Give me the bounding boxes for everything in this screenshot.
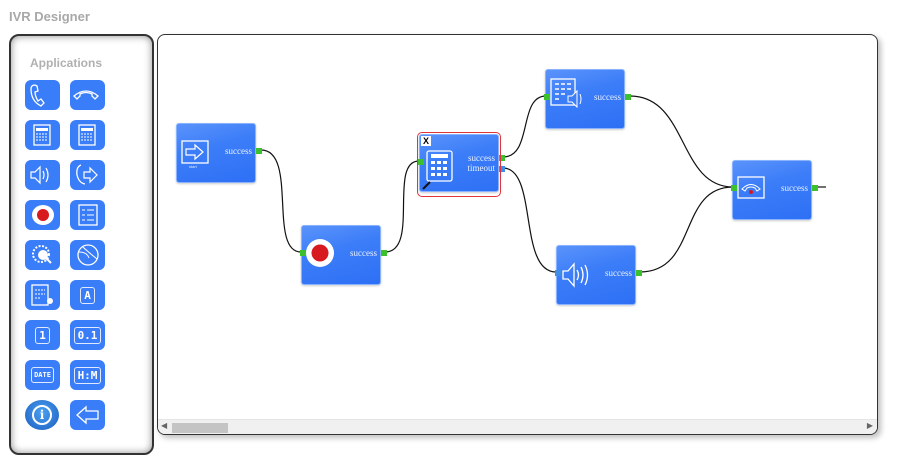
palette-item-search-settings[interactable] — [25, 240, 60, 270]
phone-transfer-icon — [75, 164, 98, 185]
connections-layer — [260, 95, 826, 273]
dtmf-menu-icon — [550, 78, 582, 108]
phone-answer-icon — [29, 84, 45, 107]
palette-item-calculator[interactable] — [25, 120, 60, 150]
palette-item-phone-answer[interactable] — [25, 80, 60, 110]
input-port[interactable] — [555, 270, 561, 276]
palette-item-globe[interactable] — [70, 240, 105, 270]
palette-item-time-input[interactable]: H:M — [70, 360, 105, 390]
connection-record-calc — [384, 160, 420, 253]
calculator-alt-icon — [77, 124, 96, 146]
node-caption: start — [189, 164, 197, 169]
output-port[interactable] — [636, 270, 642, 276]
edit-pencil-icon[interactable] — [422, 181, 431, 190]
date-input-icon: DATE — [31, 367, 54, 383]
close-node-button[interactable]: X — [421, 136, 431, 146]
phone-hangup-icon — [72, 90, 99, 100]
start-arrow-icon — [181, 140, 209, 164]
output-port-timeout[interactable] — [499, 166, 505, 172]
node-play-audio[interactable]: success — [555, 245, 642, 305]
output-port[interactable] — [812, 185, 818, 191]
back-arrow-icon — [75, 405, 99, 425]
output-port-success[interactable] — [499, 155, 505, 161]
node-hangup[interactable]: success — [731, 160, 818, 220]
calculator-icon — [426, 150, 453, 182]
time-input-icon: H:M — [73, 366, 102, 384]
palette-item-date-input[interactable]: DATE — [25, 360, 60, 390]
palette-item-calculator-alt[interactable] — [70, 120, 105, 150]
horizontal-scrollbar[interactable]: ◀ ▶ — [158, 419, 877, 434]
output-label-timeout: timeout — [467, 163, 496, 173]
speaker-icon — [562, 262, 589, 288]
connection-calc-dtmf — [502, 95, 547, 158]
palette-title: Applications — [30, 56, 103, 70]
record-icon — [31, 205, 54, 225]
output-label-success: success — [468, 153, 495, 163]
phone-hangup-icon — [737, 176, 765, 199]
connection-play-hangup — [639, 186, 734, 273]
calculator-icon — [32, 124, 51, 146]
decimal-input-icon: 0.1 — [73, 326, 102, 344]
designer-canvas[interactable]: start success success X success timeout … — [157, 34, 878, 435]
node-record[interactable]: success — [300, 225, 387, 285]
palette-item-phone-transfer[interactable] — [70, 160, 105, 190]
connection-dtmf-hangup — [629, 95, 734, 188]
palette-item-text-input[interactable]: A — [70, 280, 105, 310]
output-label: success — [350, 248, 377, 258]
palette-item-phone-hangup[interactable] — [70, 80, 105, 110]
text-input-icon: A — [80, 286, 95, 304]
number-input-icon: 1 — [35, 326, 50, 344]
record-icon — [306, 239, 334, 267]
globe-icon — [76, 244, 99, 266]
node-start[interactable]: start success — [176, 123, 262, 183]
app-title: IVR Designer — [9, 9, 90, 24]
speaker-icon — [29, 165, 49, 185]
palette-item-info[interactable]: i — [25, 400, 59, 430]
output-port[interactable] — [625, 94, 631, 100]
palette-item-decimal-input[interactable]: 0.1 — [70, 320, 105, 350]
input-port[interactable] — [544, 94, 550, 100]
palette-item-dtmf-menu[interactable] — [25, 280, 60, 310]
connection-calc-play — [502, 167, 557, 273]
scrollbar-thumb[interactable] — [172, 423, 228, 433]
checklist-icon — [77, 204, 98, 226]
scroll-left-arrow-icon[interactable]: ◀ — [161, 421, 168, 430]
node-dtmf-menu[interactable]: success — [544, 69, 631, 129]
palette-item-number-input[interactable]: 1 — [25, 320, 60, 350]
output-port[interactable] — [381, 250, 387, 256]
selection-outline — [417, 132, 501, 197]
info-icon: i — [32, 405, 52, 425]
output-label: success — [781, 183, 808, 193]
output-port[interactable] — [256, 148, 262, 154]
dtmf-menu-icon — [30, 284, 53, 306]
palette-item-record[interactable] — [25, 200, 60, 230]
input-port[interactable] — [300, 250, 306, 256]
palette-item-checklist[interactable] — [70, 200, 105, 230]
palette-item-back-arrow[interactable] — [70, 400, 105, 430]
output-label: success — [594, 92, 621, 102]
output-label: success — [605, 268, 632, 278]
input-port[interactable] — [731, 185, 737, 191]
connection-start-record — [260, 149, 302, 253]
node-calculator[interactable]: X success timeout — [418, 134, 505, 192]
search-settings-icon — [31, 245, 52, 264]
input-port[interactable] — [418, 159, 424, 165]
palette-item-speaker[interactable] — [25, 160, 60, 190]
output-label: success — [225, 146, 252, 156]
scroll-right-arrow-icon[interactable]: ▶ — [866, 421, 873, 430]
